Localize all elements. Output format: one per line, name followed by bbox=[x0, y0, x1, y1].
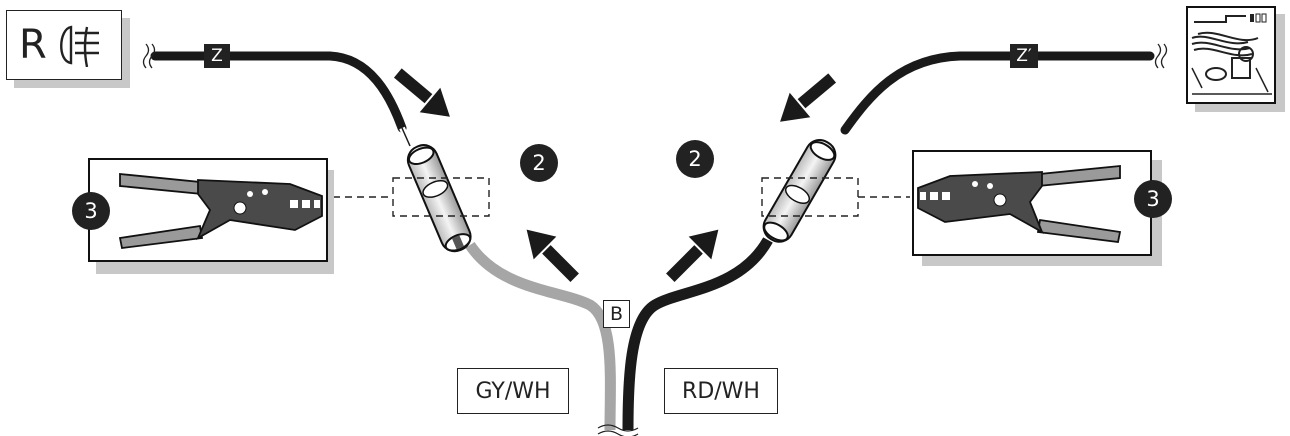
left-crimp-panel bbox=[88, 158, 328, 262]
wire-color-label-right: RD/WH bbox=[664, 368, 778, 414]
step-badge-left-crimp: 3 bbox=[72, 192, 110, 230]
left-detail-callout bbox=[333, 177, 490, 217]
dark-wire bbox=[622, 237, 773, 431]
step-badge-right-crimp: 3 bbox=[1134, 180, 1172, 218]
right-detail-callout bbox=[761, 177, 910, 217]
wire-tag-left: Z bbox=[204, 44, 230, 68]
right-wire-upper bbox=[840, 43, 1168, 135]
fog-lamp-icon bbox=[59, 25, 99, 67]
lamp-label: R bbox=[6, 10, 122, 80]
crimping-tool-icon bbox=[917, 165, 1122, 243]
left-wire-upper bbox=[142, 43, 413, 148]
step-badge-right-sleeve: 2 bbox=[676, 140, 714, 178]
right-butt-connector-icon bbox=[762, 138, 837, 243]
vehicle-engine-bay-thumbnail bbox=[1186, 6, 1276, 104]
right-crimp-panel bbox=[912, 150, 1152, 256]
left-butt-connector-icon bbox=[406, 144, 472, 253]
step-badge-left-sleeve: 2 bbox=[520, 144, 558, 182]
wire-color-label-left: GY/WH bbox=[457, 368, 569, 414]
crimping-tool-icon bbox=[118, 173, 323, 249]
harness-label: B bbox=[603, 300, 630, 328]
arrow-icon bbox=[393, 68, 837, 282]
wire-tag-right: Z′ bbox=[1010, 44, 1038, 68]
lamp-letter: R bbox=[19, 22, 47, 68]
grey-wire bbox=[465, 241, 616, 431]
